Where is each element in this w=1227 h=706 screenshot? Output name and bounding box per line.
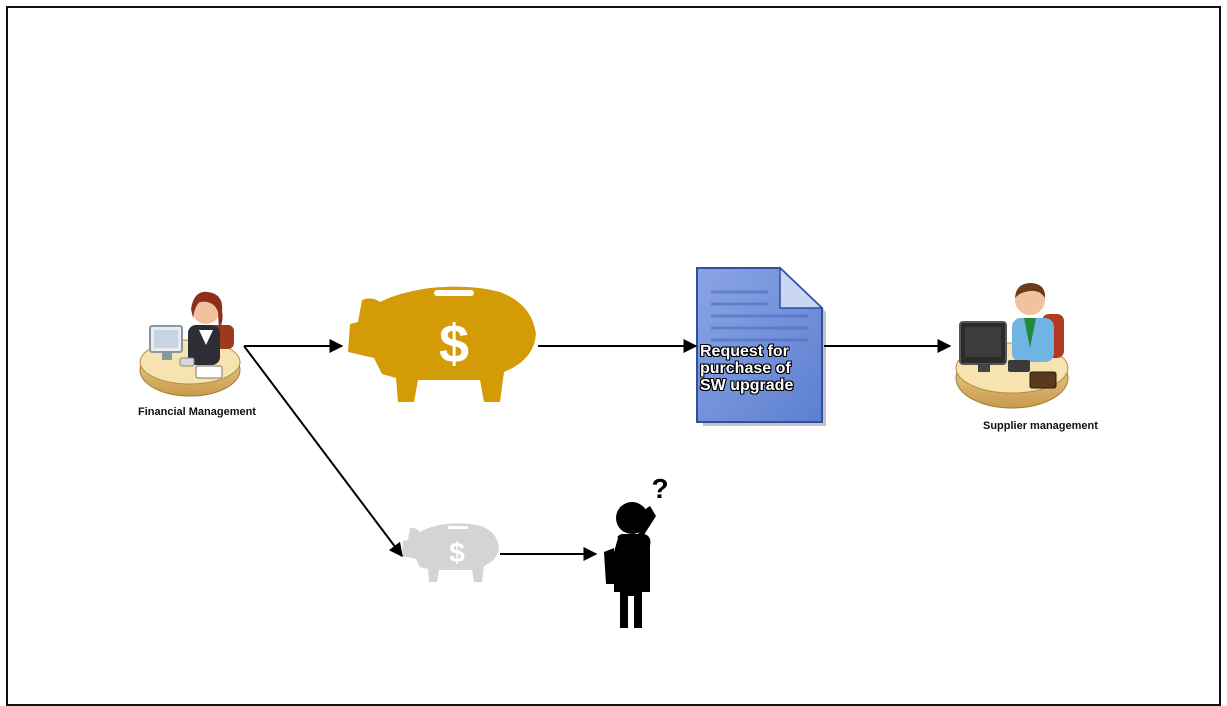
document-text: Request for purchase of SW upgrade [700,343,818,394]
woman-at-desk-icon [139,291,241,397]
document-line-2: purchase of [700,360,791,377]
document-line-1: Request for [700,343,789,360]
document-icon [696,266,826,426]
dollar-sign-large: $ [439,314,469,374]
document-line-3: SW upgrade [700,377,794,394]
diagram-canvas: $ $ ? [139,266,1069,628]
confused-person-icon: ? [604,473,669,628]
piggy-bank-faded-icon: $ [402,523,499,582]
financial-management-label: Financial Management [138,406,256,418]
piggy-bank-icon: $ [348,286,536,402]
supplier-management-label: Supplier management [983,420,1098,432]
dollar-sign-small: $ [449,537,465,568]
question-mark: ? [651,473,668,504]
arrow-financial-to-faded-piggy [243,345,403,558]
man-at-desk-icon [955,283,1069,409]
